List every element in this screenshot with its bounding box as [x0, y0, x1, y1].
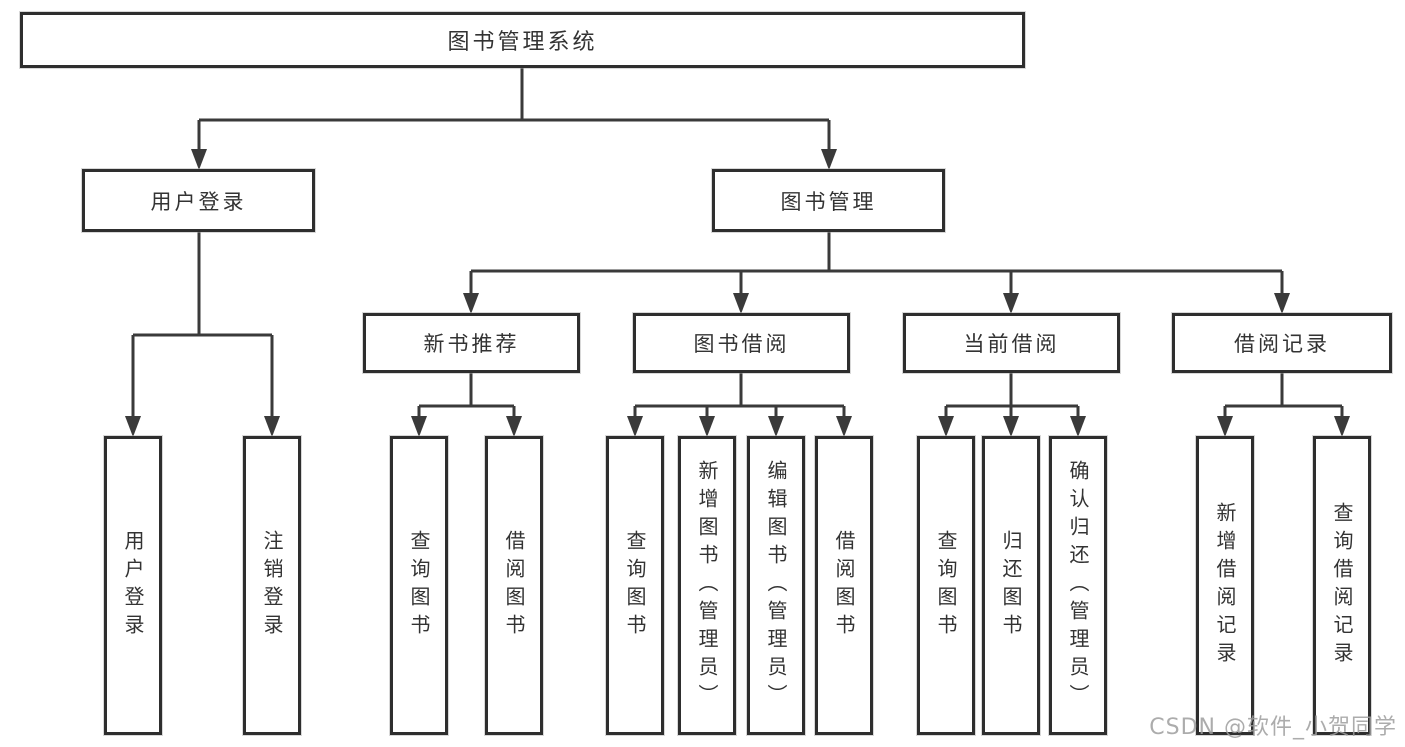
arrowhead-icon: [836, 416, 852, 437]
node-user-login: 用户登录: [82, 169, 315, 232]
arrowhead-icon: [733, 293, 749, 314]
arrowhead-icon: [768, 416, 784, 437]
node-label: 新增图书（管理员）: [695, 459, 719, 712]
node-label: 借阅图书: [502, 529, 526, 642]
node-label: 查询图书: [623, 529, 647, 642]
node-leaf-user-login: 用户登录: [104, 436, 162, 735]
node-label: 查询图书: [407, 529, 431, 642]
node-borrow-records: 借阅记录: [1172, 313, 1392, 373]
node-leaf-query-books-1: 查询图书: [390, 436, 448, 735]
node-leaf-query-borrow-rec: 查询借阅记录: [1313, 436, 1371, 735]
node-leaf-confirm-return: 确认归还（管理员）: [1049, 436, 1107, 735]
csdn-watermark: CSDN @软件_小贺同学: [1149, 715, 1397, 740]
node-root-system: 图书管理系统: [20, 12, 1025, 68]
node-leaf-query-books-2: 查询图书: [606, 436, 664, 735]
node-leaf-edit-book: 编辑图书（管理员）: [747, 436, 805, 735]
node-leaf-add-borrow-rec: 新增借阅记录: [1196, 436, 1254, 735]
node-book-borrow: 图书借阅: [633, 313, 850, 373]
arrowhead-icon: [1003, 416, 1019, 437]
arrowhead-icon: [1274, 293, 1290, 314]
node-label: 归还图书: [999, 529, 1023, 642]
node-label: 借阅图书: [832, 529, 856, 642]
arrowhead-icon: [627, 416, 643, 437]
node-label: 图书管理: [780, 189, 877, 214]
arrowhead-icon: [264, 416, 280, 437]
arrowhead-icon: [1217, 416, 1233, 437]
arrowhead-icon: [463, 293, 479, 314]
node-label: 当前借阅: [963, 332, 1060, 356]
node-label: 用户登录: [150, 189, 247, 214]
arrowhead-icon: [506, 416, 522, 437]
node-leaf-return-book: 归还图书: [982, 436, 1040, 735]
node-label: 注销登录: [260, 529, 284, 642]
arrowhead-icon: [1003, 293, 1019, 314]
arrowhead-icon: [938, 416, 954, 437]
node-leaf-add-book: 新增图书（管理员）: [678, 436, 736, 735]
node-new-book-recommend: 新书推荐: [363, 313, 580, 373]
node-label: 新增借阅记录: [1213, 501, 1237, 670]
node-label: 确认归还（管理员）: [1066, 459, 1090, 712]
node-leaf-query-books-3: 查询图书: [917, 436, 975, 735]
arrowhead-icon: [191, 149, 207, 170]
node-label: 图书管理系统: [447, 30, 598, 55]
arrowhead-icon: [1070, 416, 1086, 437]
node-label: 图书借阅: [693, 332, 790, 356]
arrowhead-icon: [1334, 416, 1350, 437]
node-leaf-borrow-books-1: 借阅图书: [485, 436, 543, 735]
arrowhead-icon: [411, 416, 427, 437]
node-label: 用户登录: [121, 529, 145, 642]
node-label: 新书推荐: [423, 332, 520, 356]
arrowhead-icon: [699, 416, 715, 437]
node-book-management: 图书管理: [712, 169, 945, 232]
arrowhead-icon: [821, 149, 837, 170]
node-label: 借阅记录: [1234, 332, 1330, 356]
node-leaf-borrow-books-2: 借阅图书: [815, 436, 873, 735]
node-leaf-logout: 注销登录: [243, 436, 301, 735]
node-label: 编辑图书（管理员）: [764, 459, 788, 712]
node-current-borrow: 当前借阅: [903, 313, 1120, 373]
node-label: 查询图书: [934, 529, 958, 642]
arrowhead-icon: [125, 416, 141, 437]
node-label: 查询借阅记录: [1330, 501, 1354, 670]
